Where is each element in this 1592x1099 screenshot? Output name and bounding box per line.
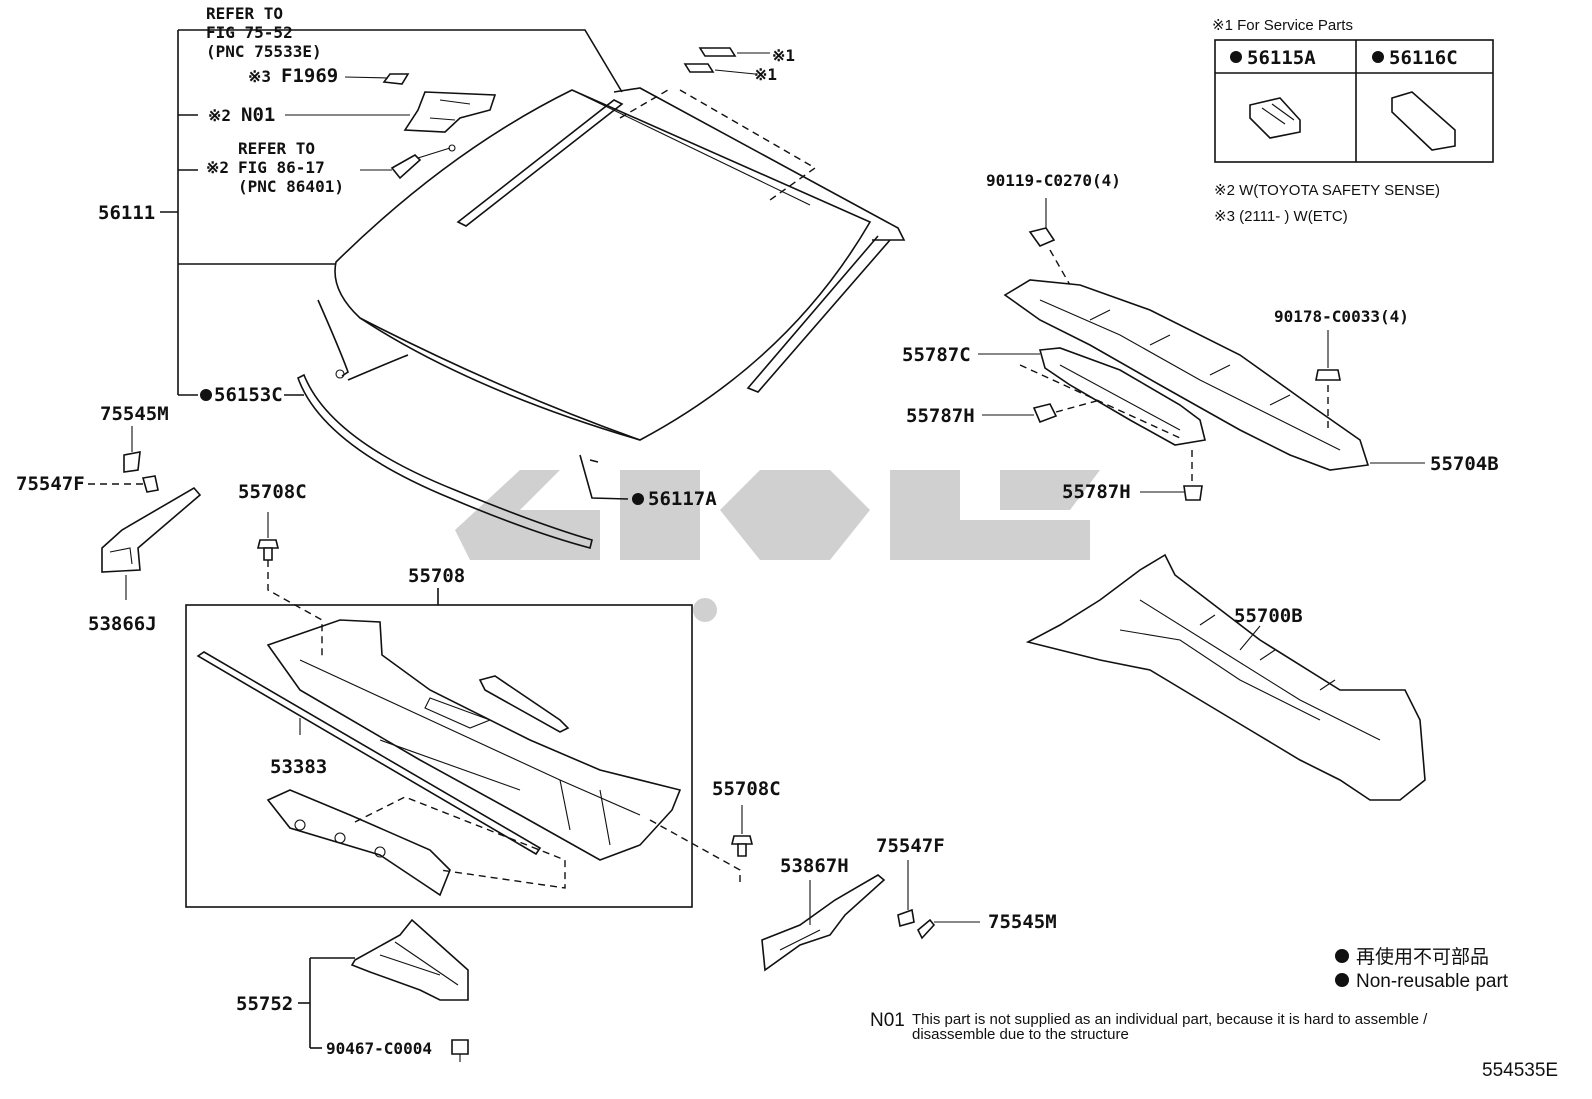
figure-id: 554535E	[1482, 1060, 1558, 1081]
cowl-side-trim-53866j	[101, 486, 202, 600]
cowl-lower-bracket	[266, 789, 451, 897]
cowl-cover-55752	[350, 918, 469, 1001]
windshield-glass	[334, 89, 872, 441]
callout-55752	[298, 957, 355, 1049]
label-55708c-top: 55708C	[238, 481, 307, 503]
service-clips-top	[683, 47, 770, 75]
dashed-guide-top	[619, 89, 817, 201]
watermark-logo	[455, 470, 1100, 622]
label-56117a: 56117A	[648, 488, 717, 510]
cowl-brace-55787c	[978, 347, 1206, 446]
callout-bracket-56111	[160, 29, 623, 396]
windshield-molding	[456, 87, 906, 393]
legend-dot-en	[1335, 973, 1349, 987]
spacer-56116c-icon	[1391, 91, 1456, 151]
label-56153c: 56153C	[214, 384, 283, 406]
refer-86-line1: REFER TO	[238, 139, 315, 158]
cowl-side-trim-53867h	[761, 874, 886, 972]
retainer-75547f-right	[897, 860, 915, 928]
label-f1969: F1969	[281, 65, 338, 87]
refer-75-line3: (PNC 75533E)	[206, 42, 322, 61]
label-55704b: 55704B	[1430, 453, 1499, 475]
clip-55787h-2	[1140, 450, 1203, 501]
star2-mark-refer: ※2	[206, 158, 229, 177]
star1-mark-b: ※1	[754, 65, 777, 84]
clip-56115a-icon	[1249, 97, 1301, 139]
label-53383: 53383	[270, 756, 327, 778]
label-75545m-left: 75545M	[100, 403, 169, 425]
refer-86-line3: (PNC 86401)	[238, 177, 344, 196]
legend-en: Non-reusable part	[1356, 971, 1509, 992]
cowl-bracket-small	[478, 675, 570, 733]
label-90119: 90119-C0270(4)	[986, 171, 1121, 190]
screw-90467	[451, 1039, 469, 1062]
bolt-90119	[1028, 198, 1071, 286]
nonreusable-dot-56153c	[200, 389, 212, 401]
service-col1-label: 56115A	[1247, 47, 1316, 69]
star2-mark-n01: ※2	[208, 106, 231, 125]
label-55708: 55708	[408, 565, 465, 587]
label-90467: 90467-C0004	[326, 1039, 432, 1058]
footnote-3: ※3 (2111- ) W(ETC)	[1214, 208, 1348, 225]
etc-bracket-part	[344, 73, 410, 85]
callout-56117a	[579, 454, 629, 500]
retainer-75547f-left	[88, 475, 159, 493]
label-75547f-right: 75547F	[876, 835, 945, 857]
clip-55708c-top	[256, 512, 280, 561]
label-55787c: 55787C	[902, 344, 971, 366]
lower-seal-strips	[297, 299, 599, 549]
dashed-guide-cowl	[267, 560, 741, 889]
sensor-part	[360, 144, 456, 180]
label-n01: N01	[241, 104, 275, 126]
n01-note-line2: disassemble due to the structure	[912, 1026, 1129, 1043]
service-parts-table	[1214, 39, 1494, 163]
legend-dot-jp	[1335, 949, 1349, 963]
nonreusable-dot-56117a	[632, 493, 644, 505]
label-75545m-right: 75545M	[988, 911, 1057, 933]
label-55752: 55752	[236, 993, 293, 1015]
cowl-panel-55704b	[1003, 279, 1425, 471]
clip-55787h-1	[982, 399, 1101, 424]
trim-clip-75545m-left	[123, 426, 141, 473]
clip-55708c-right	[730, 805, 754, 857]
label-75547f-left: 75547F	[16, 473, 85, 495]
label-56111: 56111	[98, 202, 155, 224]
service-box-title: ※1 For Service Parts	[1212, 17, 1353, 34]
label-55787h-2: 55787H	[1062, 481, 1131, 503]
trim-clip-75545m-right	[917, 918, 980, 940]
label-55708c-right: 55708C	[712, 778, 781, 800]
cowl-top-assembly-frame	[185, 604, 693, 908]
refer-75-line1: REFER TO	[206, 4, 283, 23]
star3-mark: ※3	[248, 67, 271, 86]
refer-75-line2: FIG 75-52	[206, 23, 293, 42]
label-90178: 90178-C0033(4)	[1274, 307, 1409, 326]
n01-note-line1: This part is not supplied as an individu…	[912, 1011, 1428, 1028]
footnote-2: ※2 W(TOYOTA SAFETY SENSE)	[1214, 182, 1440, 199]
n01-note-code: N01	[870, 1010, 905, 1031]
cowl-top-panel	[266, 619, 682, 861]
label-55787h-1: 55787H	[906, 405, 975, 427]
label-53867h: 53867H	[780, 855, 849, 877]
legend-jp: 再使用不可部品	[1356, 946, 1489, 968]
label-53866j: 53866J	[88, 613, 157, 635]
refer-86-line2: FIG 86-17	[238, 158, 325, 177]
cowl-assembly-55700b	[1025, 553, 1426, 801]
camera-bracket-part	[285, 91, 497, 133]
service-col2-label: 56116C	[1389, 47, 1458, 69]
nut-90178	[1315, 330, 1341, 430]
label-55700b: 55700B	[1234, 605, 1303, 627]
hood-seal-53383	[196, 651, 542, 856]
star1-mark-a: ※1	[772, 46, 795, 65]
